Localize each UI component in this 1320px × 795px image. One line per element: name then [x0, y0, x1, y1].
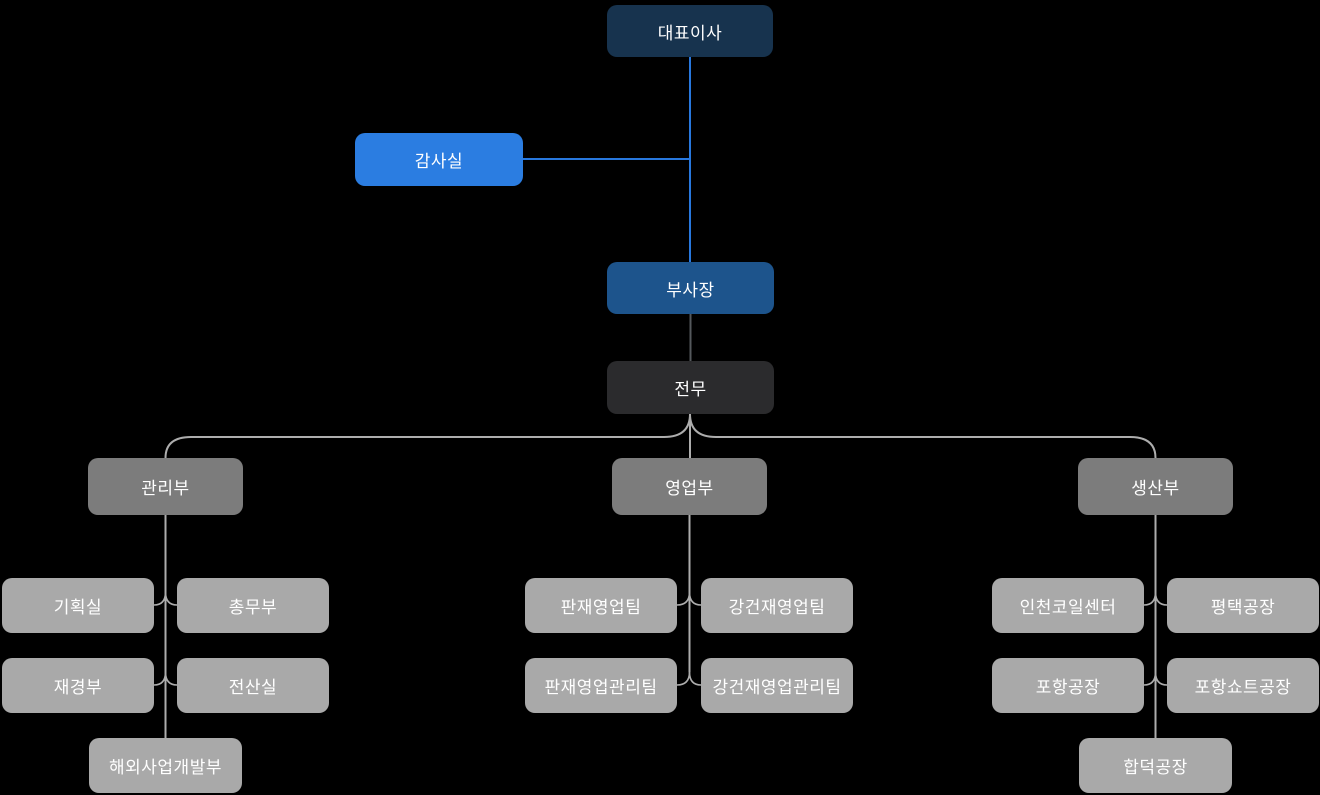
org-node-management-dept: 관리부 [88, 458, 243, 515]
connector-branch [676, 591, 691, 606]
connector-branch [1143, 591, 1157, 606]
connector-branch [1154, 671, 1168, 686]
connector-branch [164, 591, 178, 606]
org-node-team: 전산실 [177, 658, 329, 713]
org-node-team: 평택공장 [1167, 578, 1319, 633]
org-node-team: 해외사업개발부 [89, 738, 242, 793]
connector-exec-production [689, 413, 1157, 459]
org-node-team: 합덕공장 [1079, 738, 1232, 793]
org-node-sales-dept: 영업부 [612, 458, 767, 515]
connector-branch [688, 671, 702, 686]
org-node-team: 포항쇼트공장 [1167, 658, 1319, 713]
connector-branch [1143, 671, 1157, 686]
org-node-team: 총무부 [177, 578, 329, 633]
connector-branch [153, 591, 167, 606]
org-node-team: 강건재영업팀 [701, 578, 853, 633]
connector-branch [1154, 591, 1168, 606]
org-node-audit-office: 감사실 [355, 133, 523, 186]
org-node-team: 재경부 [2, 658, 154, 713]
connector-branch [153, 671, 167, 686]
connector-branch [688, 591, 702, 606]
org-node-team: 판재영업관리팀 [525, 658, 677, 713]
connector-exec-management [164, 413, 691, 459]
org-node-executive-director: 전무 [607, 361, 774, 414]
org-node-vice-president: 부사장 [607, 262, 774, 314]
connector-branch [676, 671, 691, 686]
org-node-team: 강건재영업관리팀 [701, 658, 853, 713]
org-node-team: 판재영업팀 [525, 578, 677, 633]
org-node-team: 기획실 [2, 578, 154, 633]
org-node-team: 인천코일센터 [992, 578, 1144, 633]
org-node-ceo: 대표이사 [607, 5, 773, 57]
org-node-team: 포항공장 [992, 658, 1144, 713]
org-node-production-dept: 생산부 [1078, 458, 1233, 515]
connector-branch [164, 671, 178, 686]
